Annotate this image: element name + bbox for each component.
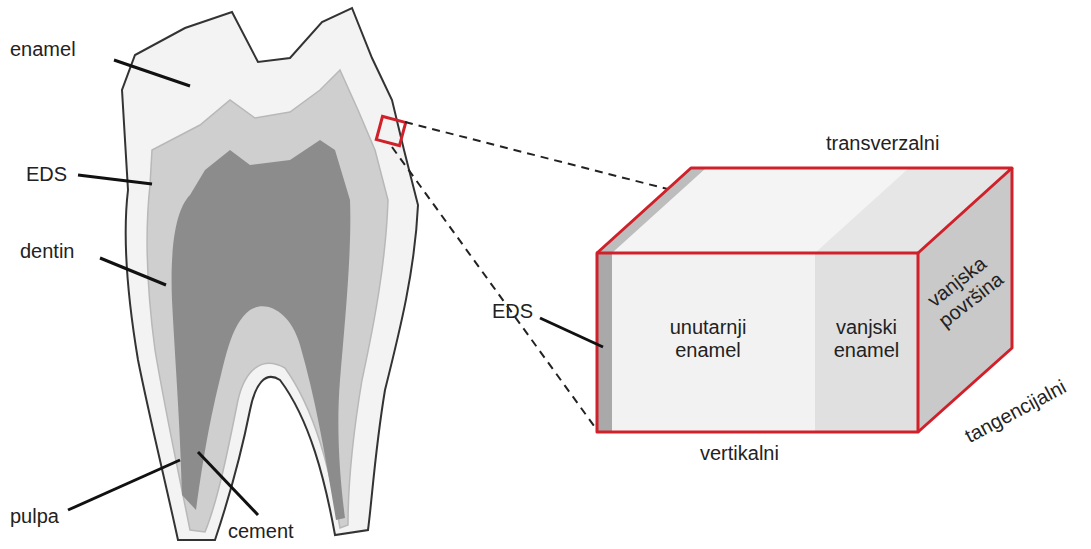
leader-lines [68, 60, 603, 515]
tooth-outline [122, 8, 418, 540]
part-label: EDS [492, 300, 533, 323]
part-label: cement [228, 520, 294, 543]
direction-label: tangencijalni [961, 375, 1070, 448]
pulp-region [172, 140, 351, 520]
part-label: dentin [20, 240, 75, 263]
projection-line [392, 147, 597, 430]
eds-strip [597, 253, 612, 432]
part-label: EDS [26, 163, 67, 186]
inner-enamel-face [597, 253, 815, 432]
part-label: pulpa [10, 505, 59, 528]
direction-label: transverzalni [826, 132, 939, 155]
region-label: vanjski enamel [815, 316, 918, 362]
direction-label: vertikalni [700, 442, 779, 465]
detail-marker [376, 116, 405, 145]
cube-top-eds [597, 168, 706, 253]
dentin-layer [147, 70, 388, 532]
part-label: enamel [10, 38, 76, 61]
region-label: unutarnji enamel [648, 316, 768, 362]
outer-enamel-face [815, 253, 918, 432]
